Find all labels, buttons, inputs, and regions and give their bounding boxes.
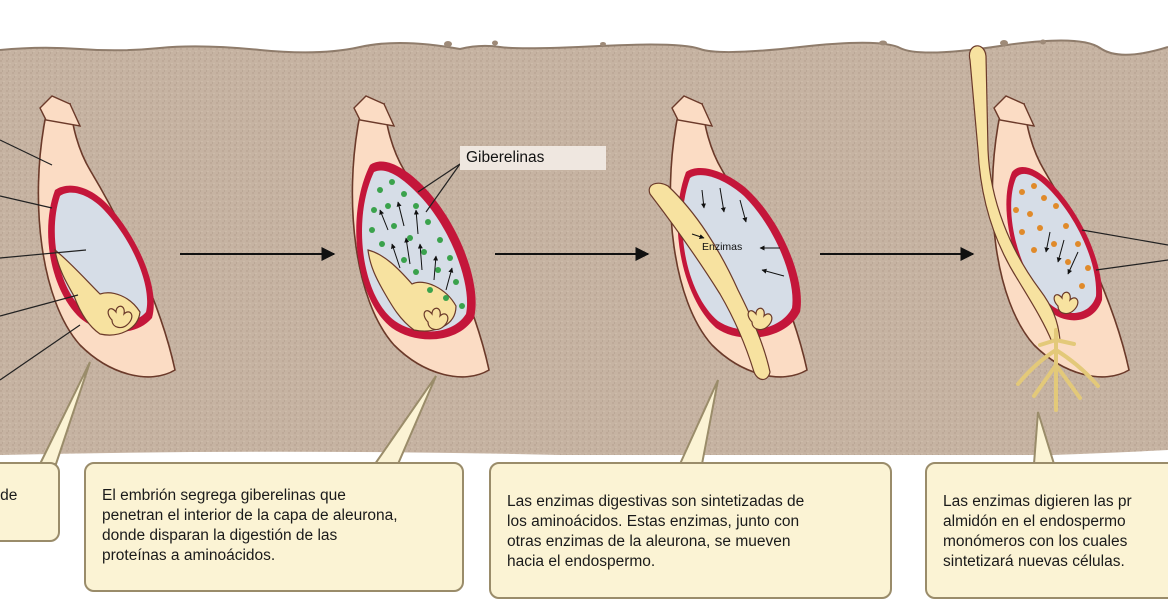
enzimas-label: Enzimas — [702, 241, 743, 253]
seed-stage-4 — [968, 45, 1168, 412]
caption-stage-3: Las enzimas digestivas son sintetizadas … — [489, 462, 892, 599]
gibberellin-dots — [369, 179, 465, 309]
seed-tip — [353, 95, 396, 127]
pointer-lines — [0, 139, 87, 381]
caption-stage-2: El embrión segrega giberelinas que penet… — [84, 462, 464, 592]
seed-tip — [993, 95, 1036, 127]
embryo-shoot-icon — [107, 305, 133, 329]
caption-stage-1: ebe de — [0, 462, 60, 542]
soil-layer — [0, 40, 1168, 455]
starch-dots — [1013, 183, 1091, 289]
seed-stage-1 — [0, 95, 176, 381]
endosperm — [682, 175, 793, 330]
caption-pointers — [38, 361, 1056, 465]
enzyme-arrows — [691, 187, 785, 277]
embryo-shoot-icon — [423, 307, 449, 331]
embryo-shoot-icon — [747, 307, 773, 331]
root-system — [1016, 328, 1100, 412]
pointer-lines — [1081, 229, 1168, 271]
seed-tip — [39, 95, 82, 127]
coleoptile — [968, 45, 1061, 343]
coleoptile — [648, 182, 771, 381]
embryo-shoot-icon — [1053, 291, 1079, 315]
enzyme-arrows — [1044, 231, 1079, 275]
seed-stage-3 — [648, 95, 808, 381]
seed-tip — [671, 95, 714, 127]
caption-stage-4: Las enzimas digieren las pr almidón en e… — [925, 462, 1168, 599]
soil-pebbles — [444, 39, 1046, 47]
seed-stage-2 — [351, 95, 490, 378]
gibberellin-arrows — [379, 201, 454, 291]
gibberellin-pointer-lines — [417, 163, 461, 213]
giberelinas-label: Giberelinas — [460, 146, 606, 170]
